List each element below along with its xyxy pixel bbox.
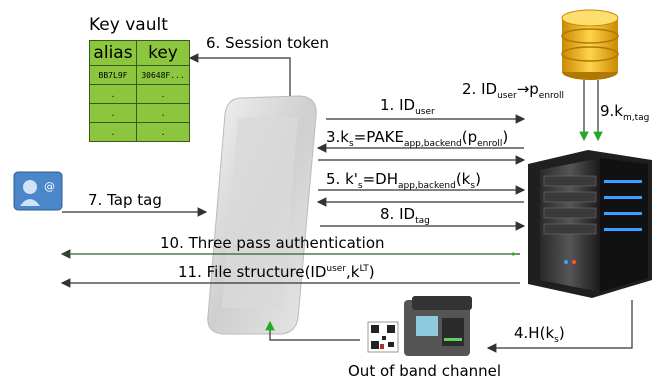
label-step-4: 4.H(ks) <box>514 324 565 345</box>
label-step-5: 5. k's=DHapp,backend(ks) <box>326 170 481 191</box>
label-step-8: 8. IDtag <box>380 205 430 226</box>
arrow-session-token <box>188 53 291 96</box>
label-step-11: 11. File structure(IDuser,kLT) <box>178 263 375 281</box>
table-row: . . <box>89 84 190 104</box>
vault-cell: . <box>89 122 137 142</box>
label-step-1: 1. IDuser <box>380 96 435 117</box>
vault-header-key: key <box>136 40 190 66</box>
kiosk-icon <box>404 296 472 356</box>
smartphone-icon <box>207 95 317 335</box>
qr-code-icon <box>367 321 399 353</box>
vault-cell: . <box>89 84 137 104</box>
vault-header-alias: alias <box>89 40 137 66</box>
database-icon <box>561 9 619 80</box>
arrow-step-4 <box>486 300 633 353</box>
vault-cell: BB7L9F <box>89 65 137 85</box>
label-step-10: 10. Three pass authentication <box>160 234 385 252</box>
vault-cell: . <box>136 84 190 104</box>
label-step-3: 3.ks=PAKEapp,backend(penroll) <box>326 128 509 149</box>
vault-cell: . <box>89 103 137 123</box>
key-vault-table: alias key BB7L9F 30648F... . . . . . . <box>89 40 190 142</box>
table-row: . . <box>89 122 190 142</box>
label-step-7: 7. Tap tag <box>88 191 162 209</box>
table-row: . . <box>89 103 190 123</box>
label-step-2: 2. IDuser→penroll <box>462 80 565 101</box>
table-row: BB7L9F 30648F... <box>89 65 190 85</box>
label-step-9: 9.km,tag <box>600 102 650 123</box>
arrow-out-of-band <box>265 320 360 341</box>
label-out-of-band: Out of band channel <box>348 362 502 380</box>
label-session-token: 6. Session token <box>206 34 330 52</box>
vault-cell: . <box>136 122 190 142</box>
vault-cell: 30648F... <box>136 65 190 85</box>
key-vault-title: Key vault <box>89 15 168 35</box>
contact-card-icon: @ <box>13 171 63 211</box>
server-icon <box>528 150 652 298</box>
svg-text:@: @ <box>44 180 55 193</box>
vault-cell: . <box>136 103 190 123</box>
